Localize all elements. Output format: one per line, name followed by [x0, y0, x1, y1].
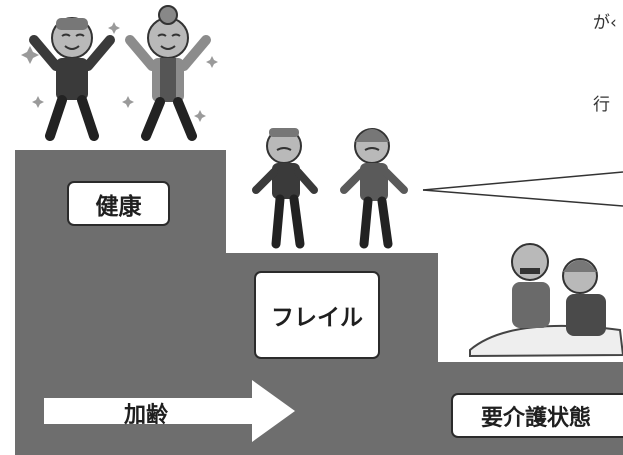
side-note-line-1: が‹ — [593, 13, 617, 33]
callout-lines — [422, 171, 623, 207]
care-stage-text: 要介護状態 — [481, 405, 592, 431]
frail-stage-text: フレイル — [271, 305, 363, 331]
healthy-stage-text: 健康 — [95, 193, 142, 220]
aging-arrow — [44, 380, 295, 442]
bedridden-elderly-couple-icon — [469, 243, 623, 358]
sparkle-decorations — [21, 22, 218, 122]
frail-elderly-woman-icon — [340, 128, 408, 249]
side-note-line-2: 行 — [593, 95, 610, 115]
elderly-man-cheering-icon — [29, 17, 115, 141]
aging-arrow-label: 加齢 — [124, 403, 169, 428]
frail-elderly-man-icon — [252, 128, 318, 249]
healthy-stage-label: 健康 — [67, 181, 170, 226]
frail-stage-label: フレイル — [254, 271, 380, 359]
care-stage-label: 要介護状態 — [451, 393, 623, 438]
elderly-woman-cheering-icon — [125, 5, 211, 141]
